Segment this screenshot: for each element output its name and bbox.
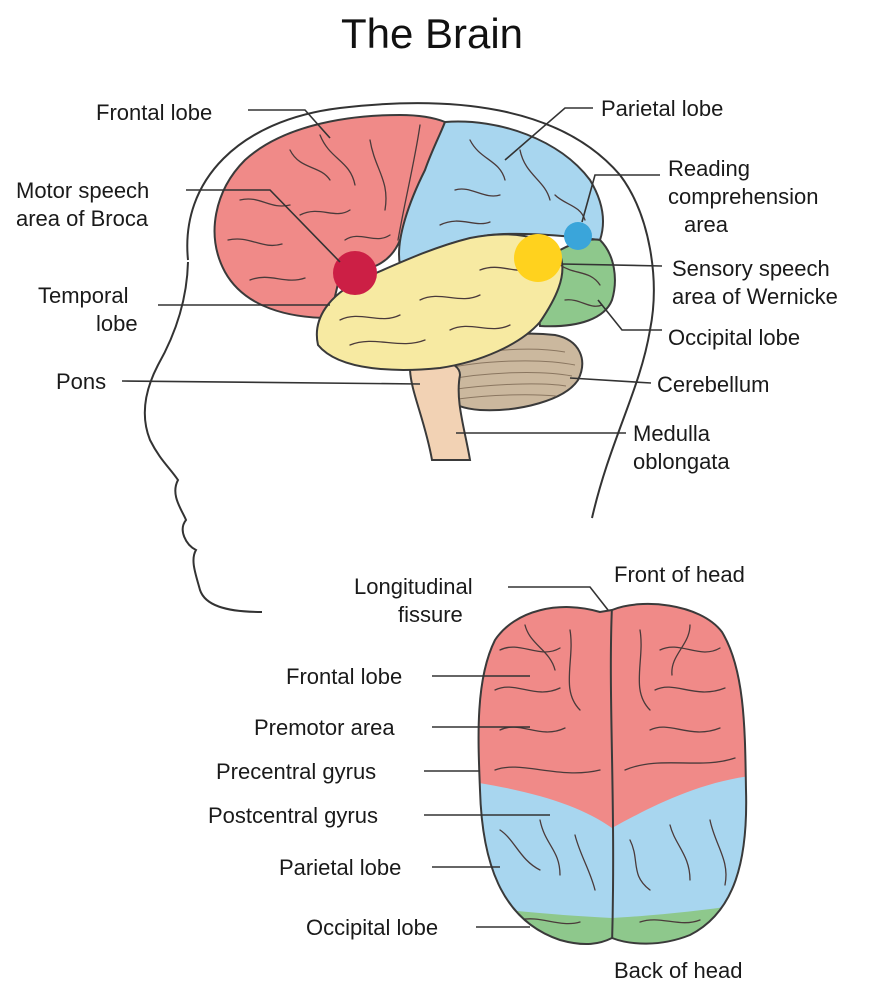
wernicke-area-spot [514,234,562,282]
label-sensory-speech: Sensory speech [672,256,830,281]
label-medulla: Medulla [633,421,711,446]
label-occipital-lobe: Occipital lobe [668,325,800,350]
label-parietal-lobe: Parietal lobe [601,96,723,121]
label-cerebellum: Cerebellum [657,372,770,397]
label-back-of-head: Back of head [614,958,742,983]
label-motor-speech: Motor speech [16,178,149,203]
label-frontal-lobe: Frontal lobe [96,100,212,125]
label-temporal: Temporal [38,283,128,308]
label-reading-area: area [684,212,729,237]
face-profile [145,262,262,612]
label-front-of-head: Front of head [614,562,745,587]
broca-area-spot [333,251,377,295]
label-longitudinal: Longitudinal [354,574,473,599]
top-view-brain [460,590,760,960]
label-premotor-area: Premotor area [254,715,395,740]
label-temporal-lobe: lobe [96,311,138,336]
label-fissure: fissure [398,602,463,627]
label-top-occipital-lobe: Occipital lobe [306,915,438,940]
label-precentral-gyrus: Precentral gyrus [216,759,376,784]
title: The Brain [341,10,523,57]
label-pons: Pons [56,369,106,394]
label-wernicke: area of Wernicke [672,284,838,309]
label-comprehension: comprehension [668,184,818,209]
label-broca: area of Broca [16,206,149,231]
label-reading: Reading [668,156,750,181]
reading-area-spot [564,222,592,250]
label-top-frontal-lobe: Frontal lobe [286,664,402,689]
label-postcentral-gyrus: Postcentral gyrus [208,803,378,828]
label-top-parietal-lobe: Parietal lobe [279,855,401,880]
label-oblongata: oblongata [633,449,730,474]
